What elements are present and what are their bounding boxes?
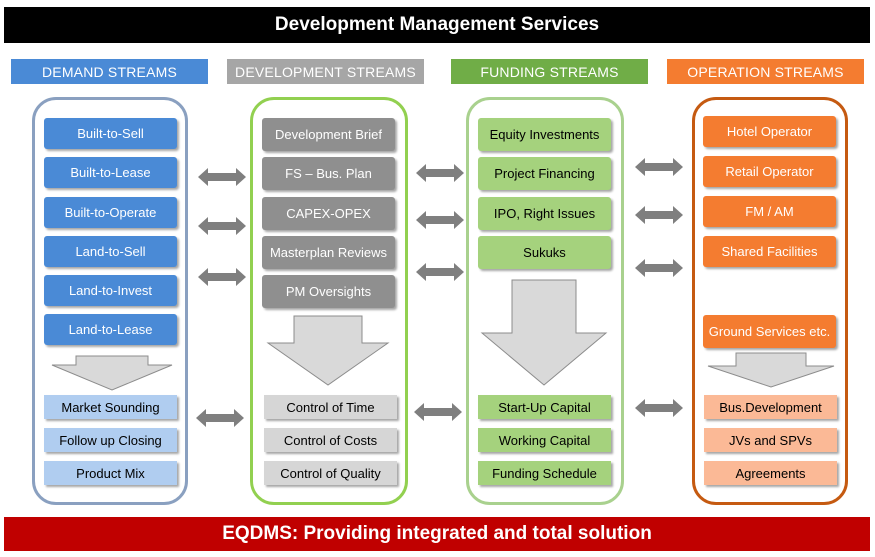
funding-outcome: Working Capital [478,428,611,452]
operation-outcome: JVs and SPVs [704,428,837,452]
demand-down-arrow [51,355,173,391]
double-arrow-icon [414,403,462,421]
operation-down-arrow [707,352,835,388]
demand-outcome: Product Mix [44,461,177,485]
demand-item: Built-to-Operate [44,197,177,228]
operation-item: Retail Operator [703,156,836,187]
double-arrow-icon [198,268,246,286]
funding-outcome: Start-Up Capital [478,395,611,419]
double-arrow-icon [416,164,464,182]
demand-outcome: Market Sounding [44,395,177,419]
demand-streams-header: DEMAND STREAMS [11,59,208,84]
double-arrow-icon [635,399,683,417]
development-outcome: Control of Costs [264,428,397,452]
demand-item: Built-to-Lease [44,157,177,188]
demand-item: Built-to-Sell [44,118,177,149]
funding-down-arrow [480,279,608,386]
double-arrow-icon [416,263,464,281]
development-item: PM Oversights [262,275,395,308]
operation-streams-header: OPERATION STREAMS [667,59,864,84]
demand-item: Land-to-Sell [44,236,177,267]
funding-item: IPO, Right Issues [478,197,611,230]
operation-item: FM / AM [703,196,836,227]
development-item: FS – Bus. Plan [262,157,395,190]
double-arrow-icon [635,158,683,176]
footer-banner: EQDMS: Providing integrated and total so… [4,517,870,551]
double-arrow-icon [198,168,246,186]
double-arrow-icon [196,409,244,427]
development-item: Development Brief [262,118,395,151]
operation-item: Shared Facilities [703,236,836,267]
operation-outcome: Bus.Development [704,395,837,419]
demand-item: Land-to-Lease [44,314,177,345]
demand-item: Land-to-Invest [44,275,177,306]
funding-item: Equity Investments [478,118,611,151]
demand-outcome: Follow up Closing [44,428,177,452]
operation-outcome: Agreements [704,461,837,485]
operation-item: Hotel Operator [703,116,836,147]
operation-item: Ground Services etc. [703,315,836,348]
diagram-title: Development Management Services [4,7,870,43]
double-arrow-icon [198,217,246,235]
funding-streams-header: FUNDING STREAMS [451,59,648,84]
development-item: CAPEX-OPEX [262,197,395,230]
development-outcome: Control of Time [264,395,397,419]
funding-item: Sukuks [478,236,611,269]
development-streams-header: DEVELOPMENT STREAMS [227,59,424,84]
funding-item: Project Financing [478,157,611,190]
operation-panel [692,97,848,505]
development-panel [250,97,408,505]
development-outcome: Control of Quality [264,461,397,485]
development-down-arrow [266,315,390,386]
double-arrow-icon [635,259,683,277]
development-item: Masterplan Reviews [262,236,395,269]
demand-panel [32,97,188,505]
double-arrow-icon [416,211,464,229]
funding-outcome: Funding Schedule [478,461,611,485]
double-arrow-icon [635,206,683,224]
funding-panel [466,97,624,505]
